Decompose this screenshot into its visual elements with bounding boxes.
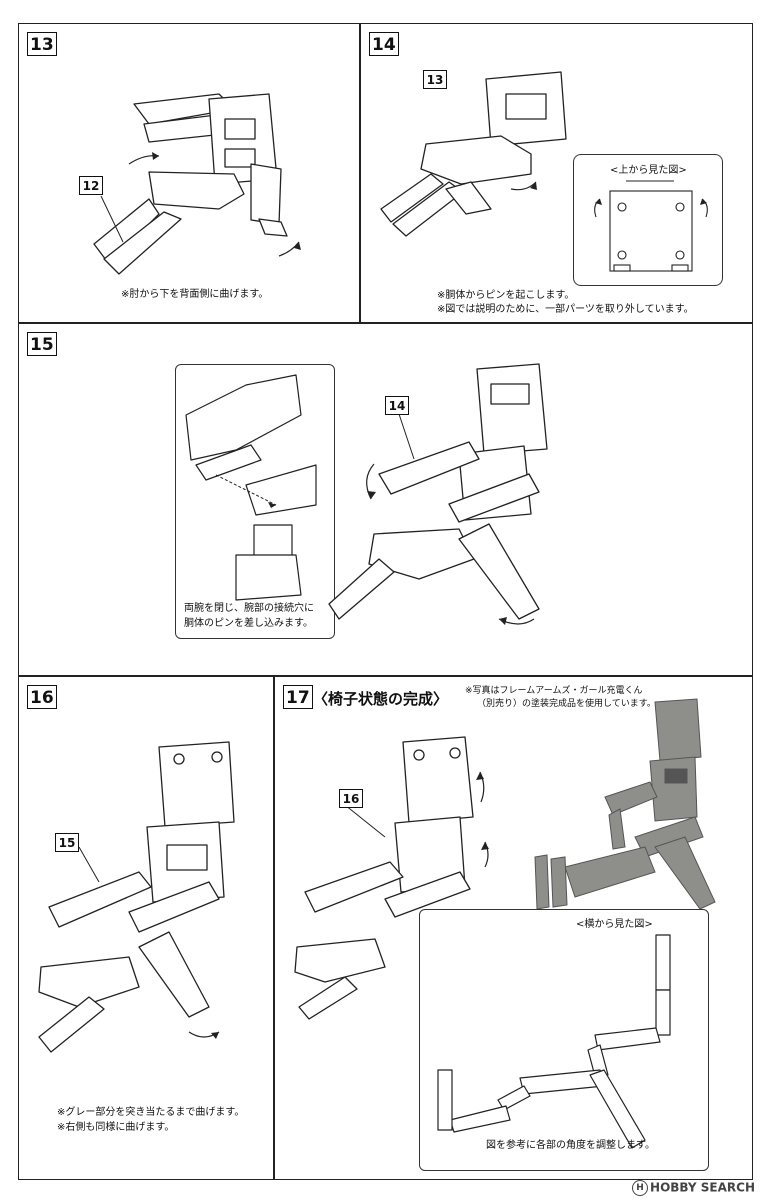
pin-insertion-diagram — [185, 374, 317, 601]
step-14-panel: 14 13 <上から見た図> — [360, 23, 753, 323]
step-17-panel: 17 〈椅子状態の完成〉 ※写真はフレームアームズ・ガール充電くん （別売り）の… — [274, 676, 753, 1180]
step-14-illustration — [380, 71, 567, 237]
step-14-inset-title: <上から見た図> — [610, 165, 687, 176]
step-15-inset-caption-1: 両腕を閉じ、腕部の接続穴に — [184, 603, 314, 614]
step-13-part-callout: 12 — [79, 176, 103, 195]
step-15-detail-inset: 両腕を閉じ、腕部の接続穴に 胴体のピンを差し込みます。 — [175, 364, 335, 639]
step-16-part-callout: 15 — [55, 833, 79, 852]
step-16-number: 16 — [27, 685, 57, 709]
step-15-illustration — [328, 363, 548, 625]
step-15-number: 15 — [27, 332, 57, 356]
step-14-part-callout: 13 — [423, 70, 447, 89]
step-16-illustration — [38, 741, 235, 1053]
step-14-top-view-inset: <上から見た図> — [573, 154, 723, 286]
step-13-panel: 13 12 ※肘から下を背面側に曲げます。 — [18, 23, 360, 323]
watermark-text: HOBBY SEARCH — [650, 1180, 755, 1195]
step-17-title: 〈椅子状態の完成〉 — [313, 690, 449, 708]
step-13-illustration — [93, 93, 301, 275]
step-13-caption-1: ※肘から下を背面側に曲げます。 — [121, 289, 269, 300]
step-17-photo-note-2: （別売り）の塗装完成品を使用しています。 — [477, 699, 656, 709]
step-13-number: 13 — [27, 32, 57, 56]
step-16-panel: 16 15 ※グレー部分を突き当たるまで曲げます。 ※右側も同様に曲げます。 — [18, 676, 274, 1180]
step-17-inset-title: <横から見た図> — [576, 919, 653, 930]
step-16-caption-2: ※右側も同様に曲げます。 — [57, 1122, 175, 1133]
step-17-inset-caption: 図を参考に各部の角度を調整します。 — [486, 1140, 655, 1151]
step-16-caption-1: ※グレー部分を突き当たるまで曲げます。 — [57, 1107, 245, 1118]
step-17-illustration — [294, 736, 489, 1020]
step-15-panel: 15 両腕を閉じ、腕部の接続穴に 胴体のピンを差し込みます。 — [18, 323, 753, 676]
step-17-number: 17 — [283, 685, 313, 709]
top-view-diagram — [594, 180, 708, 272]
hobby-search-logo-icon: H — [632, 1180, 649, 1196]
step-14-caption-2: ※図では説明のために、一部パーツを取り外しています。 — [437, 304, 694, 315]
step-15-part-callout: 14 — [385, 396, 409, 415]
side-view-diagram — [437, 934, 671, 1149]
step-17-photo-note-1: ※写真はフレームアームズ・ガール充電くん — [465, 686, 643, 696]
product-photo — [534, 698, 716, 910]
step-17-part-callout: 16 — [339, 789, 363, 808]
step-14-caption-1: ※胴体からピンを起こします。 — [437, 290, 575, 301]
step-15-inset-caption-2: 胴体のピンを差し込みます。 — [184, 618, 313, 629]
step-17-side-view-inset: <横から見た図> 図を参考に各部の角度を調整します。 — [419, 909, 709, 1171]
step-14-number: 14 — [369, 32, 399, 56]
